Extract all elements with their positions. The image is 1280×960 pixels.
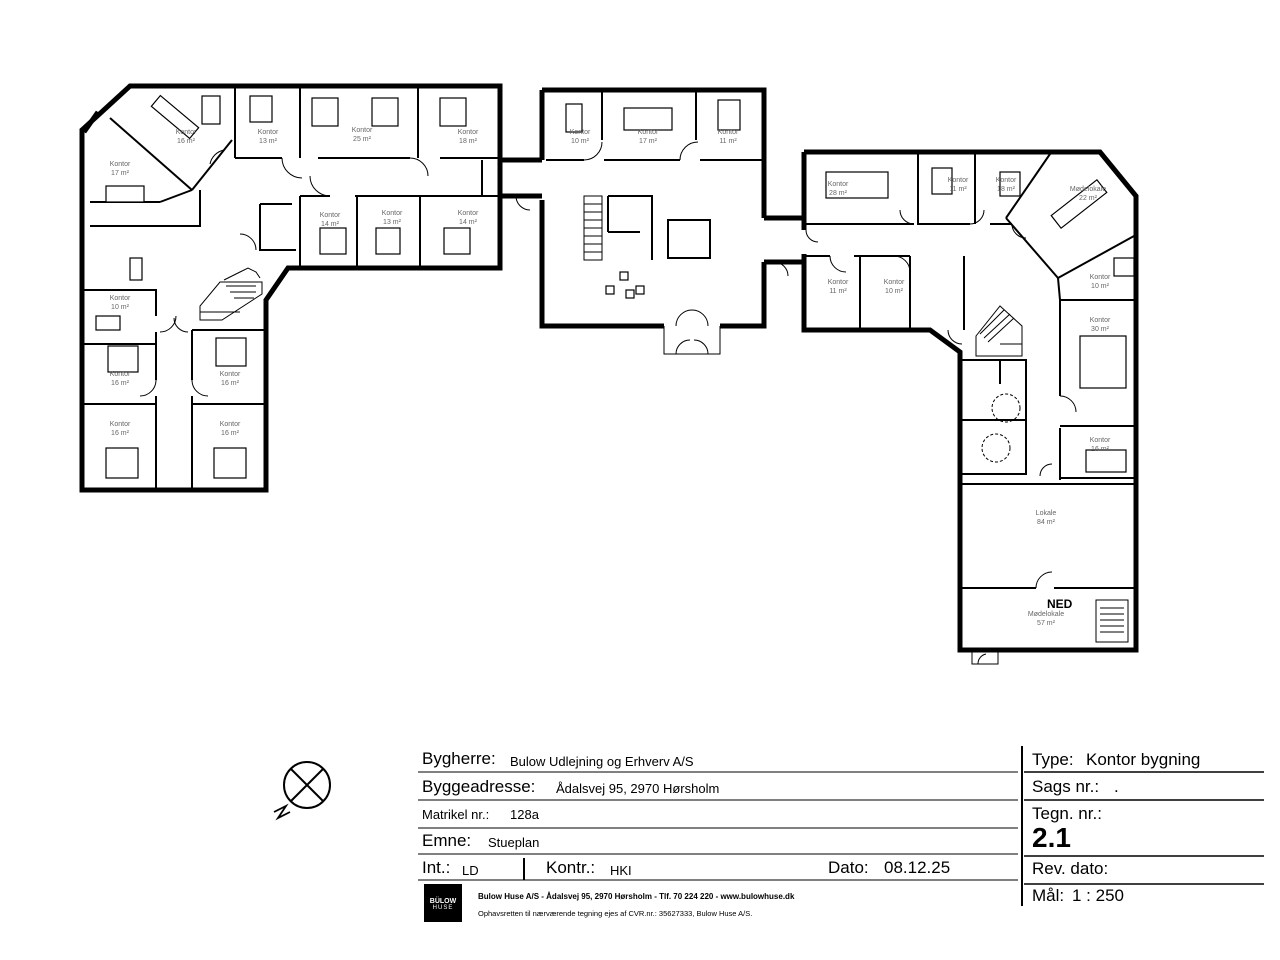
bygherre-value: Bulow Udlejning og Erhverv A/S xyxy=(510,754,694,769)
desk-icon xyxy=(565,99,741,299)
sags-value: . xyxy=(1114,777,1119,796)
north-arrow-icon xyxy=(273,761,331,821)
room-label: Kontor xyxy=(828,279,849,286)
room-area: 57 m² xyxy=(1037,620,1056,627)
west-wing xyxy=(79,83,503,493)
room-label: Kontor xyxy=(258,129,279,136)
room-area: 16 m² xyxy=(111,430,130,437)
type-value: Kontor bygning xyxy=(1086,750,1201,769)
room-label: Kontor xyxy=(382,210,403,217)
room-label: Kontor xyxy=(1090,437,1111,444)
room-area: 11 m² xyxy=(829,288,847,295)
room-area: 14 m² xyxy=(321,221,340,228)
room-label: Kontor xyxy=(996,177,1017,184)
room-label: Kontor xyxy=(570,129,591,136)
stair-icon xyxy=(975,305,1129,643)
dato-value: 08.12.25 xyxy=(884,858,951,877)
emne-label: Emne: xyxy=(422,831,472,850)
room-label: Lokale xyxy=(1036,510,1057,517)
room-label: Kontor xyxy=(458,129,479,136)
room-label: Kontor xyxy=(458,210,479,217)
door-icon xyxy=(139,149,429,397)
room-area: 84 m² xyxy=(1037,519,1056,526)
room-area: 10 m² xyxy=(885,288,904,295)
room-area: 30 m² xyxy=(1091,326,1110,333)
room-area: 13 m² xyxy=(383,219,402,226)
room-area: 13 m² xyxy=(259,138,278,145)
footer-company-line: Bulow Huse A/S - Ådalsvej 95, 2970 Hørsh… xyxy=(478,892,795,901)
room-area: 16 m² xyxy=(221,380,240,387)
matrikel-label: Matrikel nr.: xyxy=(422,807,490,822)
emne-value: Stueplan xyxy=(488,835,540,850)
room-label: Kontor xyxy=(110,295,131,302)
room-label: Kontor xyxy=(718,129,739,136)
room-label: Kontor xyxy=(1090,317,1111,324)
room-label: Kontor xyxy=(220,421,241,428)
type-label: Type: xyxy=(1032,750,1074,769)
room-label: Kontor xyxy=(110,421,131,428)
room-area: 10 m² xyxy=(571,138,590,145)
desk-icon xyxy=(825,167,1135,473)
room-area: 28 m² xyxy=(829,190,848,197)
kontr-label: Kontr.: xyxy=(546,858,596,877)
sags-label: Sags nr.: xyxy=(1032,777,1100,796)
byggeadresse-label: Byggeadresse: xyxy=(422,777,536,796)
matrikel-value: 128a xyxy=(510,807,539,822)
room-label: Kontor xyxy=(110,371,131,378)
room-area: 11 m² xyxy=(949,186,967,193)
room-area: 17 m² xyxy=(111,170,130,177)
room-area: 10 m² xyxy=(1091,283,1110,290)
company-logo: BÜLOW HUSE xyxy=(424,884,462,922)
room-label: Kontor xyxy=(828,181,849,188)
int-label: Int.: xyxy=(422,858,451,877)
bygherre-label: Bygherre: xyxy=(422,749,496,768)
east-wing xyxy=(773,149,1139,665)
dato-label: Dato: xyxy=(828,858,869,877)
room-label: Kontor xyxy=(110,161,131,168)
central-block xyxy=(515,87,767,355)
room-label: Mødelokale xyxy=(1070,186,1106,193)
room-area: 16 m² xyxy=(221,430,240,437)
byggeadresse-value: Ådalsvej 95, 2970 Hørsholm xyxy=(556,781,720,796)
room-label: Kontor xyxy=(884,279,905,286)
room-area: 16 m² xyxy=(177,138,196,145)
stair-icon xyxy=(199,267,263,321)
title-block-frame xyxy=(418,746,1264,906)
tegn-value: 2.1 xyxy=(1032,822,1071,853)
desk-icon xyxy=(95,94,471,479)
room-label: Kontor xyxy=(176,129,197,136)
room-label: Kontor xyxy=(1090,274,1111,281)
room-area: 14 m² xyxy=(459,219,478,226)
footer-copyright-line: Ophavsretten til nærværende tegning ejes… xyxy=(478,909,753,918)
door-icon xyxy=(773,209,1077,665)
room-label: Kontor xyxy=(320,212,341,219)
int-value: LD xyxy=(462,863,479,878)
room-area: 11 m² xyxy=(719,138,737,145)
room-label: Kontor xyxy=(638,129,659,136)
room-area: 18 m² xyxy=(459,138,478,145)
room-label: Mødelokale xyxy=(1028,611,1064,618)
room-labels: Kontor 13 m² Kontor 25 m² Kontor 18 m² K… xyxy=(110,127,1111,627)
room-area: 10 m² xyxy=(111,304,130,311)
logo-line1: BÜLOW xyxy=(429,898,457,905)
rev-label: Rev. dato: xyxy=(1032,859,1109,878)
kontr-value: HKI xyxy=(610,863,632,878)
room-label: Kontor xyxy=(948,177,969,184)
room-area: 16 m² xyxy=(1091,446,1110,453)
room-area: 16 m² xyxy=(111,380,130,387)
room-area: 17 m² xyxy=(639,138,658,145)
room-area: 18 m² xyxy=(997,186,1016,193)
stair-icon xyxy=(583,195,603,261)
room-label: Kontor xyxy=(352,127,373,134)
room-label: Kontor xyxy=(220,371,241,378)
logo-line2: HUSE xyxy=(432,905,454,911)
maal-label: Mål: xyxy=(1032,886,1065,905)
tegn-label: Tegn. nr.: xyxy=(1032,804,1102,823)
stair-direction-label: NED xyxy=(1047,597,1073,611)
room-area: 25 m² xyxy=(353,136,372,143)
door-icon xyxy=(515,141,709,355)
maal-value: 1 : 250 xyxy=(1072,886,1124,905)
room-area: 22 m² xyxy=(1079,195,1098,202)
